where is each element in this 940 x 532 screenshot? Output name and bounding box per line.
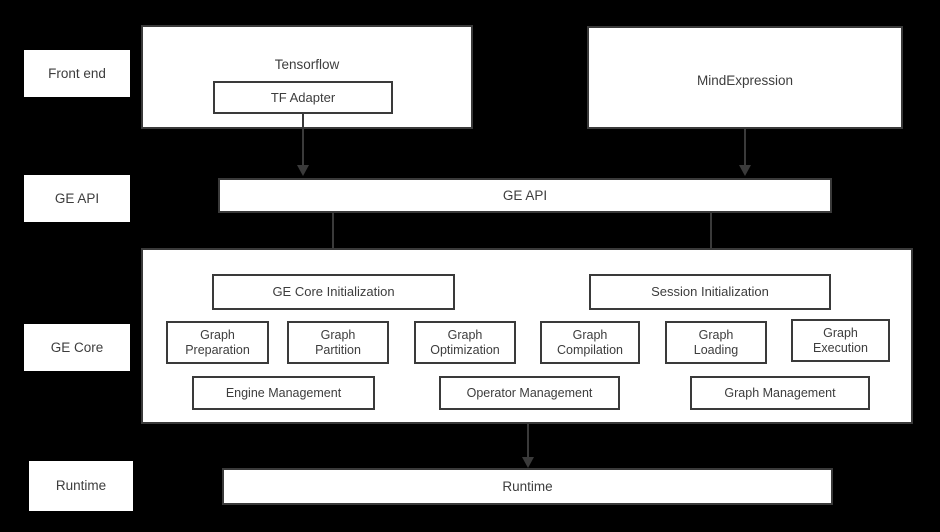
- connector-gecore-to-runtime-arrowhead: [522, 457, 534, 468]
- connector-tfadapter-to-geapi-line: [302, 114, 304, 167]
- graph-compilation-label: Graph Compilation: [556, 327, 623, 357]
- graph-optimization-label: Graph Optimization: [430, 327, 500, 357]
- graph-management-label: Graph Management: [724, 385, 836, 400]
- connector-tfadapter-to-geapi-arrowhead: [297, 165, 309, 176]
- connector-gecore-to-runtime-line: [527, 424, 529, 460]
- graph-management-box[interactable]: Graph Management: [690, 376, 870, 410]
- graph-compilation-box[interactable]: Graph Compilation: [540, 321, 640, 364]
- connector-geapi-to-gecoreinit-line: [332, 213, 334, 259]
- ge-core-initialization-box[interactable]: GE Core Initialization: [212, 274, 455, 310]
- engine-management-box[interactable]: Engine Management: [192, 376, 375, 410]
- operator-management-box[interactable]: Operator Management: [439, 376, 620, 410]
- ge-api-bar[interactable]: GE API: [218, 178, 832, 213]
- mindexpression-title: MindExpression: [696, 73, 794, 88]
- graph-preparation-box[interactable]: Graph Preparation: [166, 321, 269, 364]
- layer-label-front-end-text: Front end: [48, 65, 106, 81]
- layer-label-ge-core-text: GE Core: [50, 339, 104, 355]
- connector-mindexpression-to-geapi-line: [744, 129, 746, 167]
- graph-loading-label: Graph Loading: [693, 327, 739, 357]
- graph-execution-label: Graph Execution: [813, 325, 868, 355]
- ge-api-bar-label: GE API: [502, 187, 548, 203]
- tf-adapter-label: TF Adapter: [270, 89, 336, 105]
- engine-management-label: Engine Management: [225, 385, 342, 400]
- runtime-bar-label: Runtime: [502, 478, 553, 494]
- tf-adapter-box[interactable]: TF Adapter: [213, 81, 393, 114]
- graph-partition-label: Graph Partition: [315, 327, 361, 357]
- operator-management-label: Operator Management: [466, 385, 593, 400]
- connector-mindexpression-to-geapi-arrowhead: [739, 165, 751, 176]
- layer-label-ge-core: GE Core: [24, 324, 130, 371]
- layer-label-ge-api: GE API: [24, 175, 130, 222]
- layer-label-runtime-text: Runtime: [55, 478, 107, 494]
- layer-label-ge-api-text: GE API: [54, 190, 100, 206]
- session-initialization-box[interactable]: Session Initialization: [589, 274, 831, 310]
- connector-geapi-to-sessioninit-line: [710, 213, 712, 259]
- session-initialization-label: Session Initialization: [651, 284, 769, 300]
- mindexpression-container: MindExpression: [587, 26, 903, 129]
- ge-core-initialization-label: GE Core Initialization: [272, 284, 395, 300]
- graph-execution-box[interactable]: Graph Execution: [791, 319, 890, 362]
- runtime-bar[interactable]: Runtime: [222, 468, 833, 505]
- tensorflow-title: Tensorflow: [274, 57, 340, 72]
- layer-label-runtime: Runtime: [29, 461, 133, 511]
- graph-partition-box[interactable]: Graph Partition: [287, 321, 389, 364]
- graph-optimization-box[interactable]: Graph Optimization: [414, 321, 516, 364]
- graph-loading-box[interactable]: Graph Loading: [665, 321, 767, 364]
- layer-label-front-end: Front end: [24, 50, 130, 97]
- graph-preparation-label: Graph Preparation: [185, 327, 250, 357]
